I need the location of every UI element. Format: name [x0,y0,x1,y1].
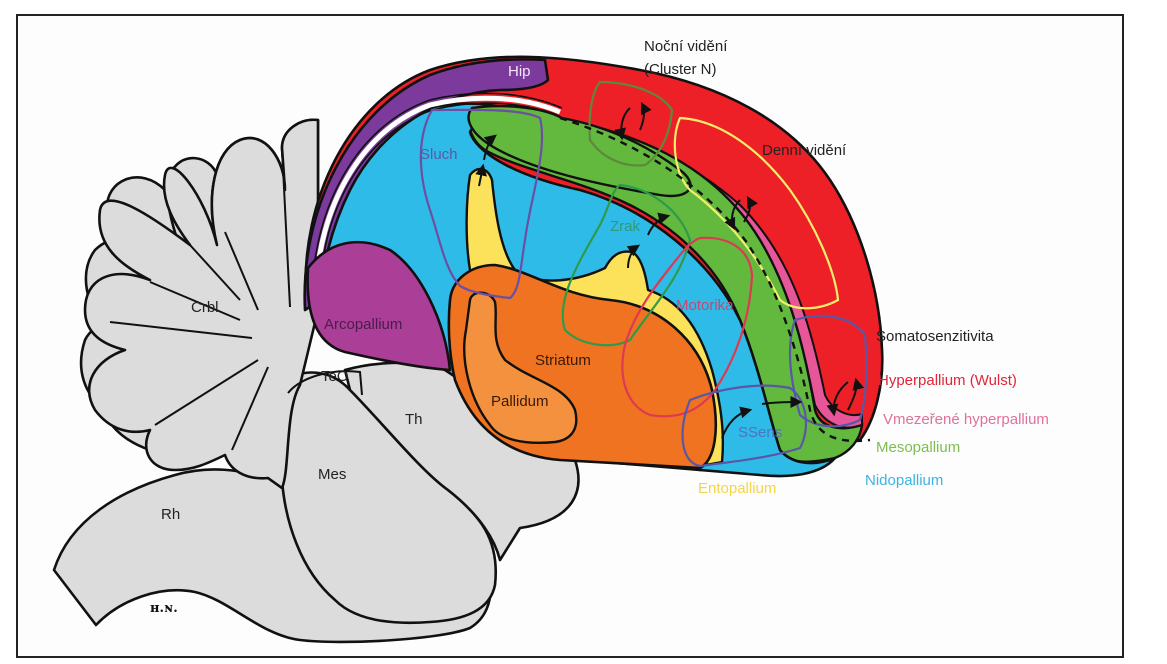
label-sluch: Sluch [420,146,458,163]
telencephalon [303,55,884,478]
auditory-zone-outline [419,108,544,300]
arrow-somato-2 [761,396,803,409]
arrow-somato-up [847,377,865,411]
somatosensory-zone-outline-2 [681,384,807,468]
label-hip: Hip [508,63,531,80]
label-mes: Mes [318,466,346,483]
pallidum-region [463,291,578,444]
arcopallium-region [306,240,452,372]
optic-tectum-shape [287,370,363,396]
label-arcopallium: Arcopallium [324,316,402,333]
label-motorika: Motorika [676,297,734,314]
dashed-lamina-line [559,116,871,443]
arrow-somato-1 [721,406,753,439]
functional-zone-labels: Sluch Zrak Motorika SSens [420,146,782,441]
arrow-auditory-2 [483,134,497,161]
functional-zone-outlines [419,80,868,468]
arrow-visual-1 [626,244,640,269]
label-th: Th [405,411,423,428]
motor-zone-outline [621,236,754,418]
annotation-night-vision-line1: Noční vidění [644,38,728,55]
signature: ʜ.ɴ. [150,601,178,616]
ventricle-outline-outer [311,92,563,296]
arrow-somato-down [826,381,849,417]
somatosensory-zone-outline-1 [788,314,868,428]
arrow-auditory-1 [475,163,488,187]
annotation-labels: Noční vidění (Cluster N) Denní vidění So… [644,38,994,345]
annotation-somatosensitivity: Somatosenzitivita [876,328,994,345]
legend: Hyperpallium (Wulst) Vmezeřené hyperpall… [698,372,1049,497]
arrow-night-up [639,101,652,131]
annotation-day-vision: Denní vidění [762,142,847,159]
arrow-visual-2 [647,212,671,236]
legend-interstitial-hyperpallium: Vmezeřené hyperpallium [883,411,1049,428]
arrow-day-down [724,199,741,231]
legend-hyperpallium: Hyperpallium (Wulst) [878,372,1017,389]
label-pallidum: Pallidum [491,393,549,410]
ventricle-line [313,95,561,293]
cerebellum-fissures [109,147,291,451]
legend-mesopallium: Mesopallium [876,439,960,456]
region-labels: Crbl TeO Th Mes Rh ʜ.ɴ. Hip Arcopallium … [150,63,591,616]
daylight-vision-zone-outline [673,116,840,310]
label-striatum: Striatum [535,352,591,369]
label-crbl: Crbl [191,299,219,316]
label-rh: Rh [161,506,180,523]
ventricle-outline-inner [319,102,559,293]
mesopallium-region [466,108,864,463]
night-vision-zone-outline [588,80,674,167]
annotation-night-vision-line2: (Cluster N) [644,61,717,78]
legend-nidopallium: Nidopallium [865,472,943,489]
legend-entopallium: Entopallium [698,480,776,497]
label-teo: TeO [321,368,349,385]
hippocampus-region [303,58,550,312]
label-zrak: Zrak [610,218,641,235]
label-ssens: SSens [738,424,782,441]
arrow-night-down [614,107,631,141]
arrow-day-up [743,195,758,223]
visual-zone-outline [561,183,692,347]
connection-arrows [475,101,865,439]
